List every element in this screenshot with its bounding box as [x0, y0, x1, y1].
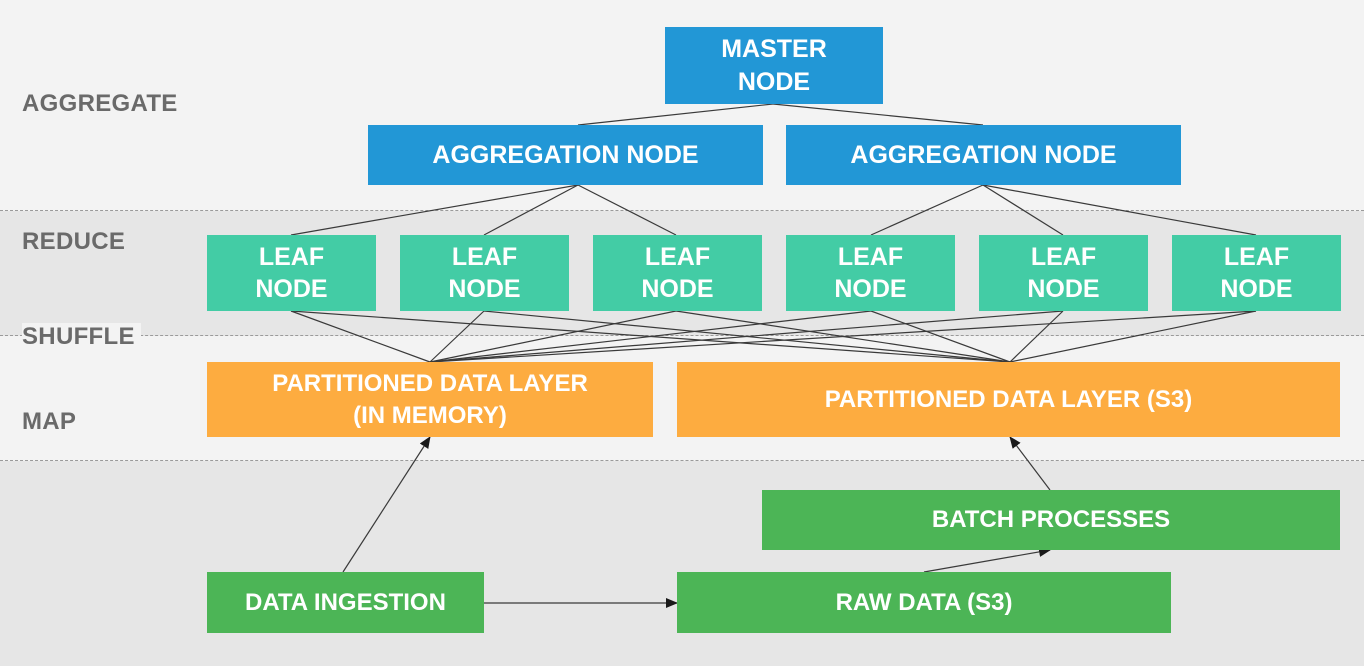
- layer-label-reduce: REDUCE: [22, 228, 126, 255]
- leaf-node-3: LEAF NODE: [593, 235, 762, 311]
- leaf-node-2: LEAF NODE: [400, 235, 569, 311]
- layer-label-aggregate: AGGREGATE: [22, 90, 178, 117]
- layer-label-shuffle: SHUFFLE: [22, 323, 141, 351]
- leaf-node-6: LEAF NODE: [1172, 235, 1341, 311]
- leaf-node-5: LEAF NODE: [979, 235, 1148, 311]
- aggregation-node-1: AGGREGATION NODE: [368, 125, 763, 185]
- layer-label-map: MAP: [22, 408, 77, 435]
- raw-data-node: RAW DATA (S3): [677, 572, 1171, 633]
- data-ingestion-node: DATA INGESTION: [207, 572, 484, 633]
- leaf-node-1: LEAF NODE: [207, 235, 376, 311]
- master-node: MASTER NODE: [665, 27, 883, 104]
- aggregation-node-2: AGGREGATION NODE: [786, 125, 1181, 185]
- partitioned-data-layer-memory: PARTITIONED DATA LAYER (IN MEMORY): [207, 362, 653, 437]
- leaf-node-4: LEAF NODE: [786, 235, 955, 311]
- aggregate-reduce-divider: [0, 210, 1364, 211]
- map-input-divider: [0, 460, 1364, 461]
- reduce-map-divider: [0, 335, 1364, 336]
- batch-processes-node: BATCH PROCESSES: [762, 490, 1340, 550]
- partitioned-data-layer-s3: PARTITIONED DATA LAYER (S3): [677, 362, 1340, 437]
